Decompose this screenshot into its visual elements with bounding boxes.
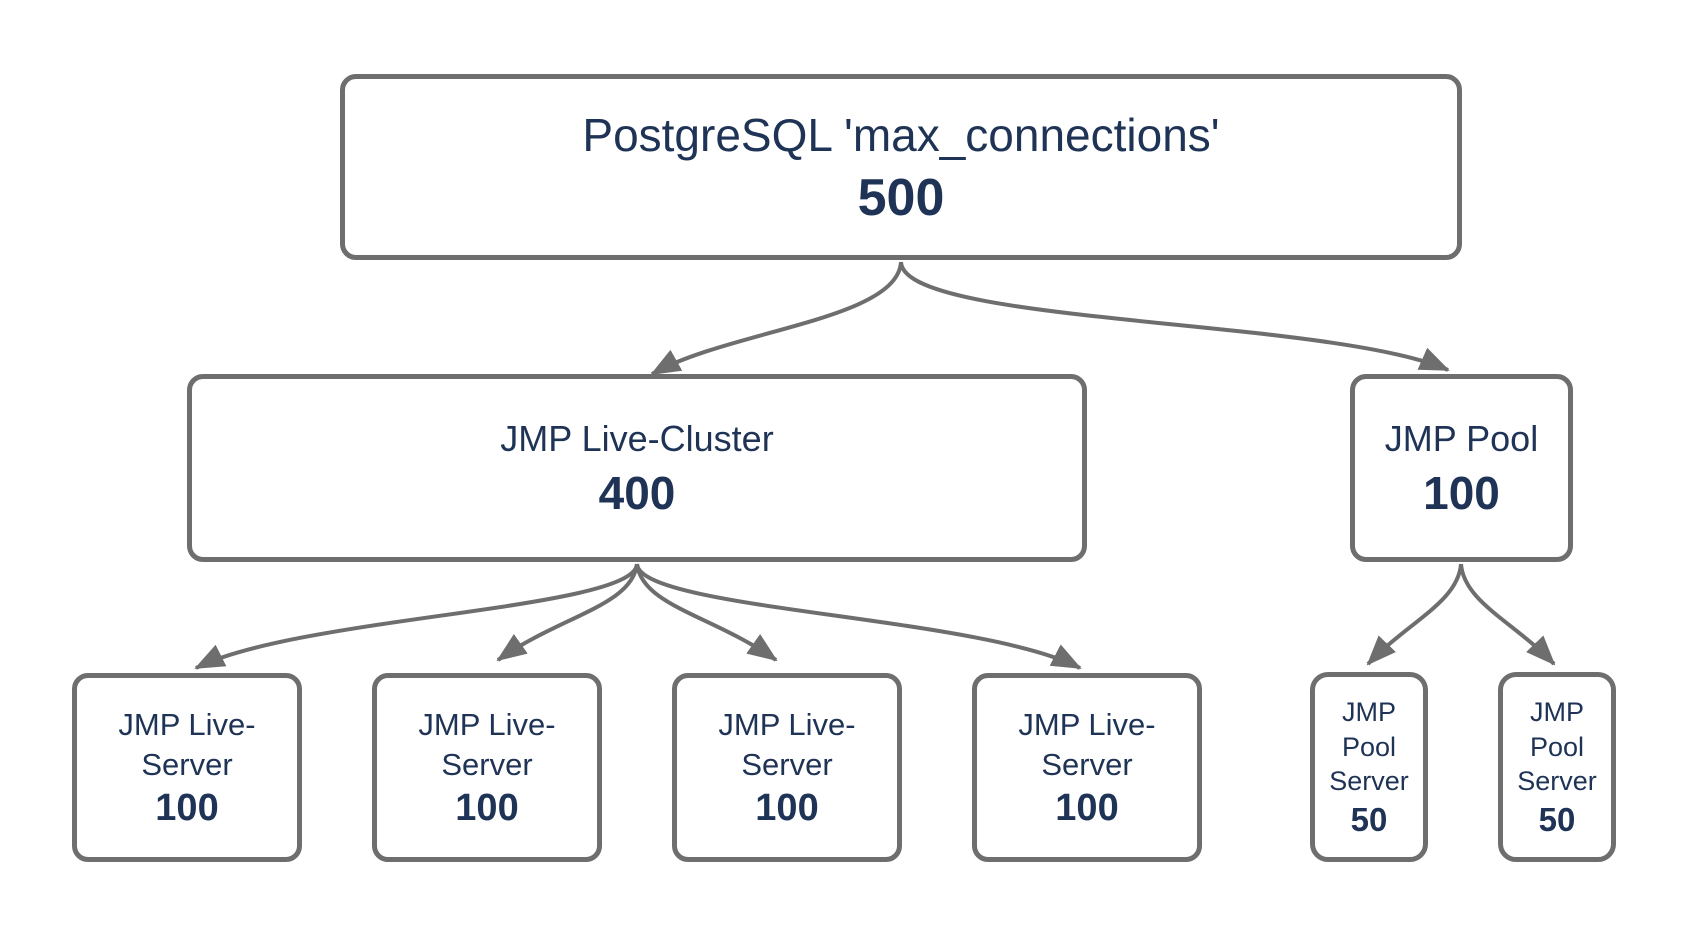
node-postgresql-max-connections: PostgreSQL 'max_connections' 500	[340, 74, 1462, 260]
node-value: 100	[755, 786, 819, 829]
node-value: 100	[1423, 467, 1500, 520]
node-label-line-2: Server	[1041, 747, 1133, 782]
node-value: 100	[1055, 786, 1119, 829]
arrow-pool-to-pool-server-2	[1459, 563, 1556, 666]
arrow-cluster-to-live-server-4	[635, 563, 1082, 670]
node-label: JMP Live- Server	[118, 705, 255, 784]
node-label: JMP Live- Server	[418, 705, 555, 784]
node-label-line-3: Server	[1517, 766, 1597, 797]
node-label-line-2: Server	[141, 747, 233, 782]
node-label: PostgreSQL 'max_connections'	[582, 108, 1220, 161]
arrow-pool-to-pool-server-1	[1366, 563, 1463, 666]
node-label: JMP Pool Server	[1517, 695, 1597, 799]
node-jmp-pool-server-2: JMP Pool Server 50	[1498, 672, 1616, 862]
node-label-line-1: JMP Live-	[118, 707, 256, 743]
node-jmp-pool-server-1: JMP Pool Server 50	[1310, 672, 1428, 862]
node-value: 100	[155, 786, 219, 829]
node-label: JMP Live- Server	[1018, 705, 1155, 784]
arrow-root-to-cluster	[650, 261, 903, 376]
node-label-line-1: JMP Live-	[418, 707, 556, 743]
node-label-line-1: JMP	[1530, 697, 1584, 728]
node-jmp-live-server-3: JMP Live- Server 100	[672, 673, 902, 862]
node-jmp-live-server-1: JMP Live- Server 100	[72, 673, 302, 862]
node-label-line-1: JMP	[1342, 697, 1396, 728]
node-label-line-2: Server	[441, 747, 533, 782]
node-label-line-1: JMP Live-	[718, 707, 856, 743]
node-value: 100	[455, 786, 519, 829]
node-label: JMP Live-Cluster	[500, 417, 774, 459]
node-value: 50	[1350, 800, 1388, 838]
node-value: 400	[598, 467, 676, 520]
node-label-line-3: Server	[1329, 766, 1409, 797]
arrow-root-to-pool	[899, 261, 1450, 372]
node-label: JMP Pool	[1384, 417, 1539, 459]
node-label-line-2: Pool	[1341, 731, 1397, 762]
node-label: JMP Pool Server	[1329, 695, 1409, 799]
node-label-line-1: JMP Live-	[1018, 707, 1156, 743]
arrow-cluster-to-live-server-1	[194, 563, 639, 670]
node-jmp-live-cluster: JMP Live-Cluster 400	[187, 374, 1087, 562]
node-label-line-2: Server	[741, 747, 833, 782]
node-jmp-live-server-4: JMP Live- Server 100	[972, 673, 1202, 862]
node-value: 500	[857, 169, 945, 228]
arrow-cluster-to-live-server-2	[496, 563, 639, 662]
node-jmp-live-server-2: JMP Live- Server 100	[372, 673, 602, 862]
arrow-cluster-to-live-server-3	[635, 563, 778, 662]
node-label-line-2: Pool	[1529, 731, 1585, 762]
node-value: 50	[1538, 800, 1576, 838]
node-jmp-pool: JMP Pool 100	[1350, 374, 1573, 562]
node-label: JMP Live- Server	[718, 705, 855, 784]
